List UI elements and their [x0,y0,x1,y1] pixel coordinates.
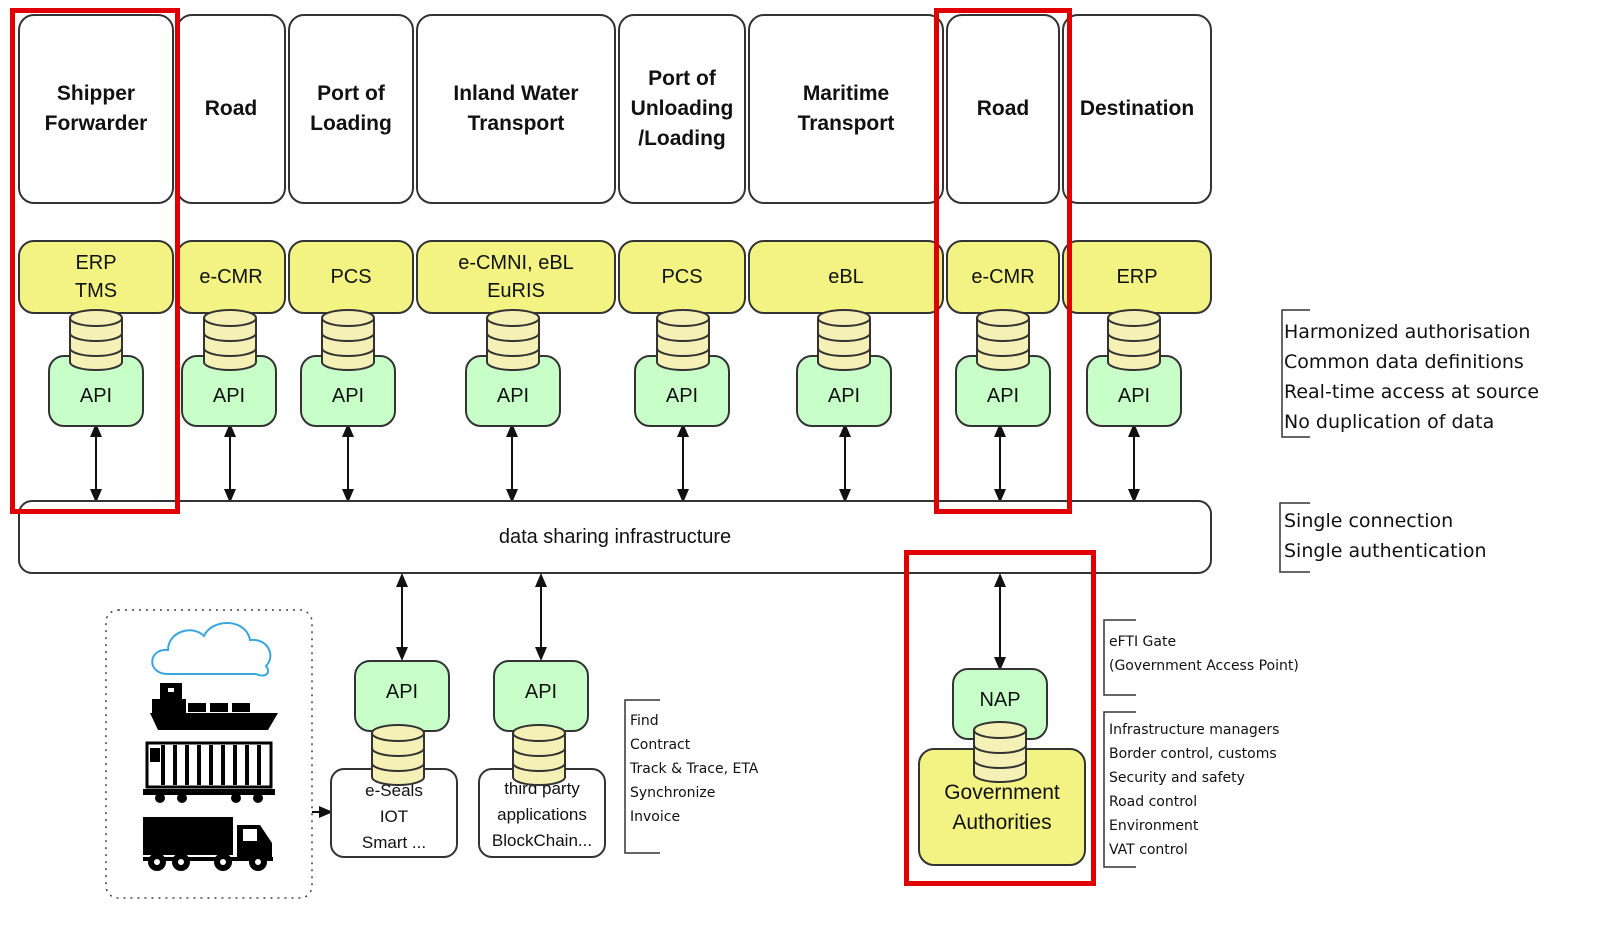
ship-icon [150,683,278,730]
note-item: Road control [1109,794,1198,810]
note-item: Infrastructure managers [1109,722,1280,738]
note-item: Single connection [1284,510,1454,532]
highlight-shipper-column [10,8,180,514]
api-road-pre: API [181,355,277,427]
infrastructure-properties-notes: Single connection Single authentication [1284,506,1487,566]
efti-gate-note: eFTI Gate (Government Access Point) [1109,630,1299,678]
note-brackets [624,309,1310,868]
note-item: No duplication of data [1284,411,1495,433]
stage-destination: Destination [1062,14,1212,204]
highlight-government [904,550,1096,886]
system-pcs-unloading: PCS [618,240,746,314]
train-icon [143,741,275,803]
note-item: Harmonized authorisation [1284,321,1531,343]
api-port-loading: API [300,355,396,427]
note-item: Track & Trace, ETA [630,761,759,777]
stage-shipper-forwarder: Shipper Forwarder [18,14,174,204]
api-destination: API [1086,355,1182,427]
stage-port-of-unloading: Port of Unloading /Loading [618,14,746,204]
note-item: Real-time access at source [1284,381,1540,403]
note-item: Synchronize [630,785,716,801]
note-item: Invoice [630,809,681,825]
note-item: Single authentication [1284,540,1487,562]
cloud-icon [151,622,272,677]
stage-road-post: Road [946,14,1060,204]
infrastructure-label: data sharing infrastructure [498,525,732,548]
system-ebl: eBL [748,240,944,314]
highlight-road-column [934,8,1072,514]
stage-maritime-transport: Maritime Transport [748,14,944,204]
api-third-party: API [493,660,589,732]
api-inland-water: API [465,355,561,427]
system-e-cmr-post: e-CMR [946,240,1060,314]
stage-port-of-loading: Port of Loading [288,14,414,204]
api-iot: API [354,660,450,732]
note-item: Environment [1109,818,1199,834]
note-item: eFTI Gate [1109,634,1177,650]
note-item: Find [630,713,659,729]
system-e-cmni-ebl-euris: e-CMNI, eBL EuRIS [416,240,616,314]
note-item: Contract [630,737,691,753]
transport-assets-group [105,609,313,899]
stage-road-pre: Road [176,14,286,204]
note-item: Common data definitions [1284,351,1524,373]
api-road-post: API [955,355,1051,427]
third-party-apps-label: third party applications BlockChain... [491,779,593,850]
note-item: (Government Access Point) [1109,658,1299,674]
system-pcs-loading: PCS [288,240,414,314]
government-authorities-label: Government Authorities [944,781,1060,834]
authority-roles-notes: Infrastructure managers Border control, … [1109,718,1279,862]
note-item: Border control, customs [1109,746,1277,762]
note-item: VAT control [1109,842,1188,858]
api-properties-notes: Harmonized authorisation Common data def… [1284,317,1539,437]
stage-inland-water-transport: Inland Water Transport [416,14,616,204]
api-maritime: API [796,355,892,427]
iot-sources-label: e-Seals IOT Smart ... [361,781,427,852]
system-erp-destination: ERP [1062,240,1212,314]
truck-icon [143,817,273,871]
note-item: Security and safety [1109,770,1245,786]
system-erp-tms: ERP TMS [18,240,174,314]
api-connector-arrows [90,423,1140,818]
third-party-services-notes: Find Contract Track & Trace, ETA Synchro… [630,709,758,829]
system-e-cmr-pre: e-CMR [176,240,286,314]
api-port-unloading: API [634,355,730,427]
